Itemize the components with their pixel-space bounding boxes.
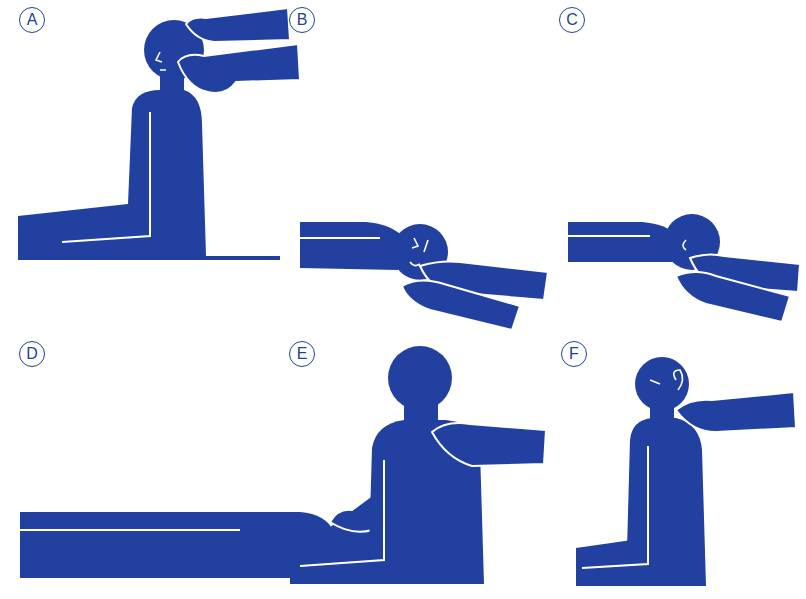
panel-letter: C (559, 7, 585, 33)
panel-letter: E (289, 341, 315, 367)
panel-letter-text: E (297, 346, 308, 362)
seated-figure-f (576, 357, 796, 586)
seated-figure-e (290, 346, 546, 584)
panel-letter: B (289, 7, 315, 33)
panel-letter: D (19, 341, 45, 367)
seated-figure-a (18, 8, 300, 260)
supine-figure-c (568, 214, 800, 322)
panel-letter-text: D (26, 346, 38, 362)
panel-letter-text: F (569, 346, 579, 362)
panel-letter: F (561, 341, 587, 367)
panel-letter-text: B (297, 12, 308, 28)
panel-letter-text: C (566, 12, 578, 28)
supine-figure-b (300, 222, 548, 330)
panel-letter: A (19, 7, 45, 33)
panel-letter-text: A (27, 12, 38, 28)
